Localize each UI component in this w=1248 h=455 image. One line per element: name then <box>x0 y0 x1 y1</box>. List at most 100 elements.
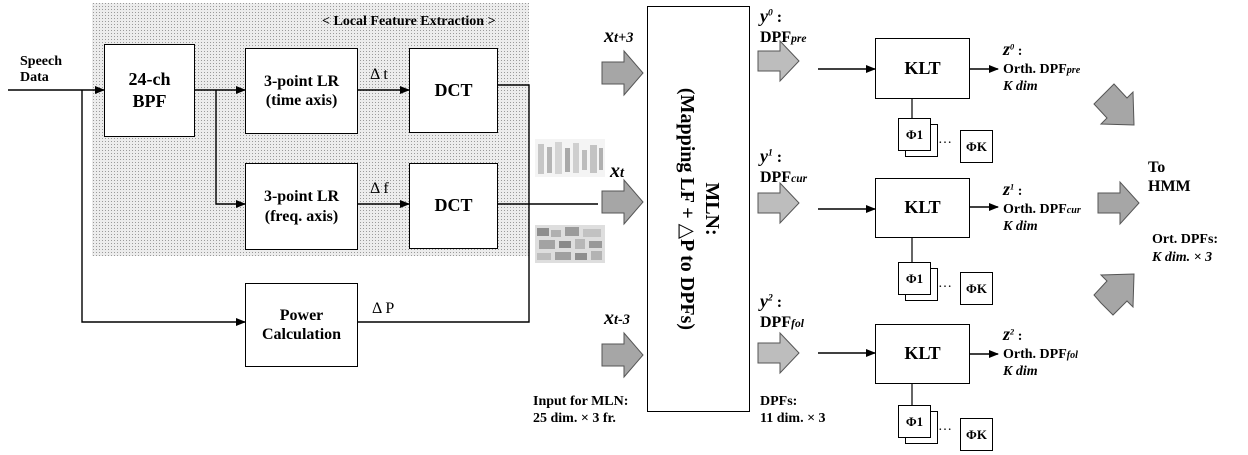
z1-label: z1 : Orth. DPFcur K dim <box>1003 179 1081 234</box>
phi-ellipsis-1: … <box>938 276 952 291</box>
edge-power-out <box>358 204 530 323</box>
y2-dpf: DPF <box>760 313 792 331</box>
y0-dpf-sub: pre <box>791 32 807 45</box>
region-label: < Local Feature Extraction > <box>322 14 496 29</box>
y1-label: y1 : DPFcur <box>760 146 808 186</box>
block-arrow-xt-3 <box>601 331 644 379</box>
dct-bottom-box: DCT <box>409 163 498 249</box>
block-arrow-z0 <box>1093 83 1135 126</box>
block-arrow-xt3 <box>601 49 644 97</box>
speech-data-label: Speech Data <box>20 54 62 86</box>
delta-t-label: Δ t <box>370 66 388 83</box>
delta-p-label: Δ P <box>372 300 395 317</box>
klt-label-0: KLT <box>904 57 941 78</box>
freq-feature-image <box>535 225 605 263</box>
dct-top-label: DCT <box>434 79 473 100</box>
z2-sup: 2 <box>1010 327 1015 337</box>
block-arrow-y0 <box>757 39 800 83</box>
to-hmm-label: To HMM <box>1148 158 1191 196</box>
y0-sup: 0 <box>768 7 773 19</box>
to-hmm-line1: To <box>1148 159 1166 176</box>
y1-dpf: DPF <box>760 168 792 186</box>
klt-label-2: KLT <box>904 343 941 364</box>
lr-freq-box: 3-point LR (freq. axis) <box>245 163 358 250</box>
lr-freq-line1: 3-point LR <box>263 188 340 206</box>
y0-dpf: DPF <box>760 28 792 46</box>
mln-title: MLN: <box>700 182 723 236</box>
input-note-line1: Input for MLN: <box>533 394 629 409</box>
block-arrow-y2 <box>757 331 800 375</box>
block-arrow-xt <box>601 178 644 226</box>
bpf-line1: 24-ch <box>128 68 171 89</box>
z1-sup: 1 <box>1010 182 1015 192</box>
phi1-label-2: Φ1 <box>905 413 924 429</box>
z1-sub: cur <box>1066 204 1081 216</box>
dpf-note-line2: 11 dim. × 3 <box>760 410 826 426</box>
x-t-3-sub: t-3 <box>614 312 630 328</box>
bpf-box: 24-ch BPF <box>104 44 195 137</box>
z1-line2: Orth. DPF <box>1003 201 1067 217</box>
block-arrow-z2 <box>1093 273 1135 316</box>
lr-time-line1: 3-point LR <box>263 72 340 90</box>
phi1-box-0: Φ1 <box>898 118 931 151</box>
y2-base: y <box>760 291 768 311</box>
dpf-note: DPFs: 11 dim. × 3 <box>760 394 826 428</box>
dct-bottom-label: DCT <box>434 195 473 216</box>
y2-label: y2 : DPFfol <box>760 291 804 331</box>
ort-note-line1: Ort. DPFs: <box>1152 232 1219 247</box>
klt-box-0: KLT <box>875 38 970 99</box>
edge-speech-power <box>81 90 246 326</box>
time-feature-image <box>535 139 605 177</box>
y1-base: y <box>760 146 768 166</box>
lr-freq-line2: (freq. axis) <box>264 207 339 225</box>
power-line2: Calculation <box>261 326 342 343</box>
y1-sup: 1 <box>768 147 773 159</box>
to-hmm-line2: HMM <box>1148 178 1191 196</box>
klt-box-1: KLT <box>875 178 970 238</box>
klt-box-2: KLT <box>875 324 970 384</box>
input-note-line2: 25 dim. × 3 fr. <box>533 410 616 426</box>
mln-text: MLN: (Mapping LF + △P to DPFs) <box>674 88 724 330</box>
z2-line3: K dim <box>1003 364 1038 379</box>
block-arrow-z1 <box>1097 180 1140 226</box>
z1-line3: K dim <box>1003 219 1038 234</box>
y1-dpf-sub: cur <box>791 172 808 185</box>
phik-box-0: ΦK <box>960 130 993 163</box>
z0-sup: 0 <box>1010 42 1015 52</box>
phi1-box-2: Φ1 <box>898 405 931 438</box>
ort-note: Ort. DPFs: K dim. × 3 <box>1152 231 1218 266</box>
power-box: Power Calculation <box>245 283 358 367</box>
lr-time-box: 3-point LR (time axis) <box>245 48 358 134</box>
phi1-box-1: Φ1 <box>898 262 931 295</box>
x-t3-base: x <box>604 25 614 47</box>
bpf-line2: BPF <box>132 90 167 111</box>
input-note: Input for MLN: 25 dim. × 3 fr. <box>533 394 628 428</box>
mln-box: MLN: (Mapping LF + △P to DPFs) <box>647 6 750 412</box>
z0-sub: pre <box>1066 64 1081 76</box>
speech-data-line2: Data <box>20 70 49 86</box>
mln-subtitle: (Mapping LF + △P to DPFs) <box>675 87 698 331</box>
edge-dct-top-out <box>498 84 530 204</box>
x-t3-label: xt+3 <box>604 25 633 48</box>
x-t-base: x <box>610 160 620 182</box>
power-line1: Power <box>279 306 324 324</box>
x-t3-sub: t+3 <box>614 30 634 46</box>
edge-bpf-lrfreq <box>215 90 246 208</box>
y0-base: y <box>760 6 768 26</box>
y2-dpf-sub: fol <box>791 317 804 330</box>
y2-sup: 2 <box>768 292 773 304</box>
z2-line2: Orth. DPF <box>1003 346 1067 362</box>
phik-box-2: ΦK <box>960 418 993 451</box>
ort-note-line2: K dim. × 3 <box>1152 249 1213 265</box>
x-t-sub: t <box>620 165 624 181</box>
phik-label-0: ΦK <box>966 138 987 154</box>
z2-base: z <box>1003 324 1011 344</box>
z0-line2: Orth. DPF <box>1003 61 1067 77</box>
z2-label: z2 : Orth. DPFfol K dim <box>1003 324 1078 379</box>
phik-box-1: ΦK <box>960 272 993 305</box>
phi-ellipsis-2: … <box>938 419 952 434</box>
z0-base: z <box>1003 39 1011 59</box>
phik-label-1: ΦK <box>966 280 987 296</box>
dct-top-box: DCT <box>409 48 498 133</box>
phi1-label-1: Φ1 <box>905 270 924 286</box>
